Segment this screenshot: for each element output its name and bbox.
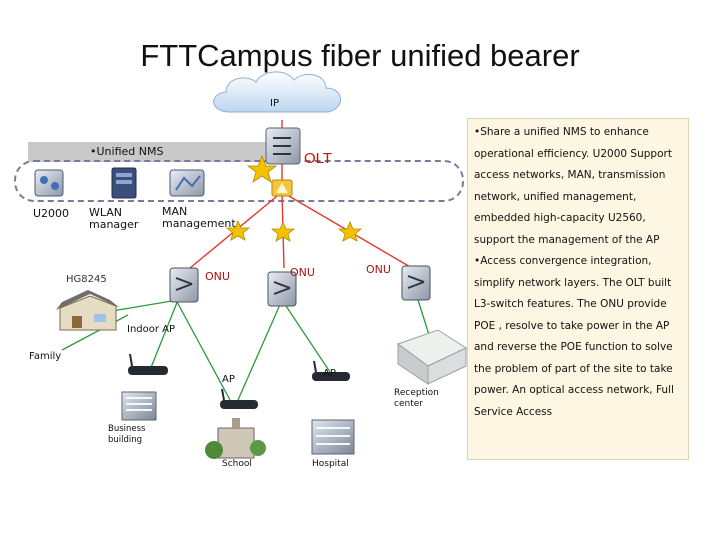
onu-device-left [169, 267, 199, 303]
splitter-icons [225, 154, 363, 242]
hospital-building-icon [311, 419, 355, 455]
olt-device [265, 127, 301, 197]
onu-device-right [401, 265, 431, 301]
note-convergence: •Access convergence integration, simplif… [474, 255, 674, 418]
wlan-manager-icon [111, 167, 137, 199]
man-management-label: MAN management [162, 205, 236, 230]
nms-bar [28, 142, 300, 162]
u2000-label: U2000 [33, 207, 70, 220]
business-label: Business building [108, 424, 146, 445]
hospital-label: Hospital [312, 459, 349, 469]
indoor-ap-label: Indoor AP [127, 324, 176, 335]
ap-icon-left [220, 388, 258, 409]
page-title: FTTCampus fiber unified bearer [140, 38, 580, 73]
family-label: Family [29, 351, 62, 362]
splitter-icon [270, 220, 296, 242]
house-icon [56, 290, 120, 331]
note-unified-nms: •Share a unified NMS to enhance operatio… [474, 126, 672, 246]
school-building-icon [205, 418, 266, 459]
man-management-icon [169, 169, 205, 197]
outdoor-ap-icon [396, 329, 468, 385]
fiber-links [189, 120, 413, 269]
wlan-manager-label: WLAN manager [89, 206, 139, 231]
onu-device-middle [267, 271, 297, 307]
onu-middle-label: ONU [290, 266, 315, 279]
onu-left-label: ONU [205, 270, 230, 283]
ap-icon-indoor [128, 353, 168, 375]
onu-right-label: ONU [366, 263, 391, 276]
ethernet-links [61, 299, 431, 401]
reception-label: Reception center [394, 388, 439, 409]
school-label: School [222, 459, 252, 469]
splitter-icon [337, 220, 363, 242]
ip-cloud-label: IP [270, 98, 279, 109]
splitter-icon [246, 154, 278, 183]
description-text: •Share a unified NMS to enhance operatio… [474, 122, 686, 423]
ap-right-label: AP [323, 368, 336, 379]
ap-icon-right [312, 360, 350, 381]
splitter-icon [225, 219, 251, 241]
description-panel [467, 118, 689, 460]
olt-label: OLT [304, 150, 333, 167]
ip-cloud [213, 71, 341, 113]
business-building-icon [121, 391, 157, 421]
ap-left-label: AP [222, 374, 235, 385]
hg8245-label: HG8245 [66, 274, 107, 285]
nms-bar-label: •Unified NMS [90, 145, 164, 158]
u2000-server-icon [34, 169, 64, 197]
nms-dashed-group [14, 160, 464, 202]
